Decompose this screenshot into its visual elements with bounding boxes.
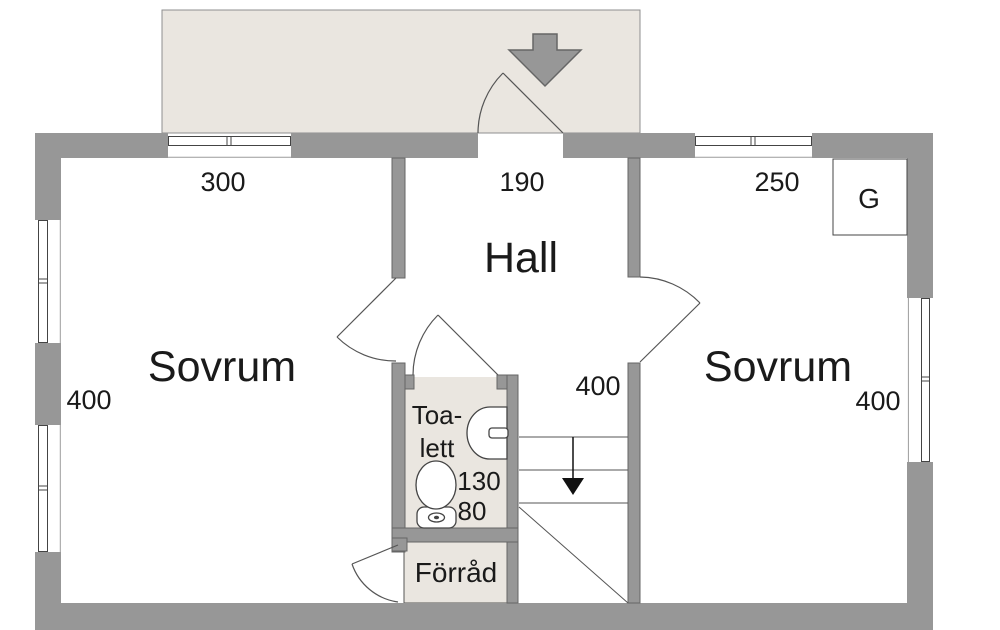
toilet-right-wall [506,374,519,604]
storage-door [351,544,399,603]
toilet-bowl [415,460,457,510]
window-opening [907,298,933,462]
toilet-left-wall [391,362,406,553]
dim-bedroom-left-depth: 400 [66,385,111,415]
entrance-arrow-icon [507,33,583,88]
hall-left-wall [391,157,406,279]
dim-bedroom-right-width: 250 [754,167,799,197]
top-wall-segment [35,133,168,158]
dim-toilet-width: 130 [457,466,500,496]
window-top-right [695,134,812,158]
entrance-door [477,72,564,134]
stair-direction-arrow-icon [562,478,584,495]
left-wall-segment [35,343,61,425]
interior-walls [391,157,641,604]
dim-bedroom-right-depth: 400 [855,386,900,416]
wardrobe-label: G [858,183,880,214]
dim-hall-width: 190 [499,167,544,197]
left-wall-segment [35,158,61,220]
flush-button-dot [433,515,440,520]
sink [466,406,509,460]
window-left-upper [35,220,61,343]
right-wall-segment [907,462,933,630]
storage-label: Förråd [415,557,497,588]
wardrobe-outline [832,158,908,236]
dim-bedroom-left-width: 300 [200,167,245,197]
room-label-bedroom-left: Sovrum [148,343,296,391]
top-wall-segment [812,133,933,158]
dim-hall-depth: 400 [575,371,620,401]
toilet-label-line1: Toa- [412,400,463,430]
entrance-porch [161,9,641,134]
toilet-door-stub-right [496,374,508,390]
window-right [907,298,933,462]
bedroom-right-door [639,276,701,363]
room-label-hall: Hall [484,234,558,282]
toilet-door-stub-left [404,374,415,390]
bedroom-left-door [336,277,397,362]
bedroom-right-wall-upper [627,157,641,278]
staircase [518,436,629,604]
window-top-left [168,134,291,158]
bedroom-right-wall-lower [627,362,641,604]
room-label-bedroom-right: Sovrum [704,343,852,391]
top-wall-segment [291,133,478,158]
bottom-wall [35,603,933,630]
outer-walls [35,133,933,630]
right-wall-segment [907,158,933,298]
top-wall-segment [563,133,695,158]
faucet [488,427,509,439]
toilet-label-line2: lett [420,433,455,463]
dim-toilet-depth: 80 [458,496,487,526]
storage-door-stub [391,537,408,552]
window-left-lower [35,425,61,552]
toilet-fixture [415,460,457,529]
toilet-bottom-wall [391,527,519,543]
toilet-door [412,314,499,376]
